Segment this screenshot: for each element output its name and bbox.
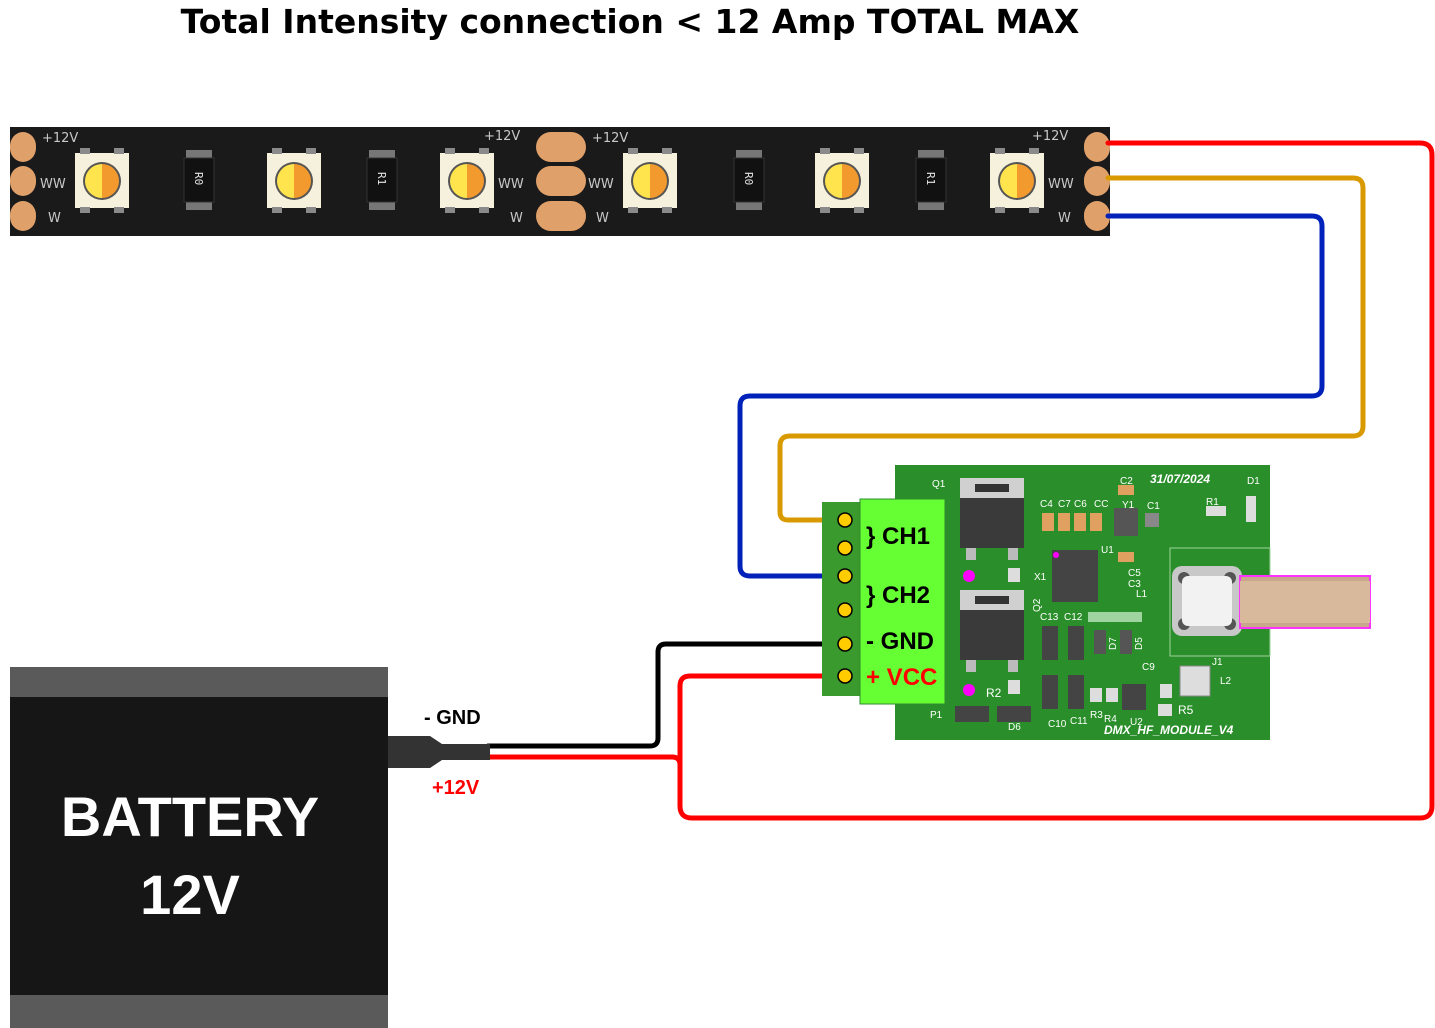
led-4 bbox=[623, 148, 677, 213]
pcb-label-r1: R1 bbox=[1206, 497, 1219, 508]
pcb-label-c3: C3 bbox=[1128, 579, 1141, 590]
pcb-label-q2: Q2 bbox=[1032, 598, 1043, 612]
wire-orange-ch1 bbox=[777, 175, 1366, 523]
led-1 bbox=[75, 148, 129, 213]
wire-red-to-vcc bbox=[677, 673, 848, 768]
pcb-label-l2: L2 bbox=[1220, 676, 1232, 687]
led-2 bbox=[267, 148, 321, 213]
wire-black-gnd bbox=[485, 641, 848, 749]
pcb-label-r4: R4 bbox=[1104, 714, 1117, 725]
terminal-pin bbox=[837, 540, 853, 556]
led-6 bbox=[990, 148, 1044, 213]
pad-label-12v: +12V bbox=[1032, 129, 1068, 144]
strip-pads-middle bbox=[536, 132, 586, 231]
resistor-r0: R0 bbox=[733, 150, 765, 210]
diagram-title: Total Intensity connection < 12 Amp TOTA… bbox=[180, 2, 1080, 41]
pcb-label-c6: C6 bbox=[1074, 499, 1087, 510]
pad-label-w: W bbox=[48, 211, 61, 226]
terminal-pin-ch2 bbox=[837, 568, 853, 584]
lower-components bbox=[955, 496, 1256, 722]
pcb-label-c12: C12 bbox=[1064, 612, 1083, 623]
resistor-r1: R1 bbox=[915, 150, 947, 210]
pcb-label-c1: C1 bbox=[1147, 501, 1160, 512]
dmx-pcb-module: 31/07/2024 DMX_HF_MODULE_V4 Q1 Q2 C2 Y1 … bbox=[895, 465, 1371, 740]
pcb-label-r2: R2 bbox=[986, 686, 1002, 700]
pcb-label-x1: X1 bbox=[1034, 572, 1047, 583]
resistor-r1: R1 bbox=[366, 150, 398, 210]
pcb-label-d7: D7 bbox=[1108, 637, 1119, 650]
pcb-date: 31/07/2024 bbox=[1150, 472, 1210, 486]
battery-label: BATTERY bbox=[61, 785, 319, 848]
pcb-label-d6: D6 bbox=[1008, 722, 1021, 733]
pcb-label-c4: C4 bbox=[1040, 499, 1053, 510]
pcb-label-c7: C7 bbox=[1058, 499, 1071, 510]
battery-gnd-label: - GND bbox=[424, 707, 481, 729]
pcb-label-d1: D1 bbox=[1247, 476, 1260, 487]
pad-label-w: W bbox=[596, 211, 609, 226]
pcb-label-q1: Q1 bbox=[932, 479, 946, 490]
pcb-label-c9: C9 bbox=[1142, 662, 1155, 673]
strip-pads-right bbox=[1084, 132, 1110, 231]
pad-label-ww: WW bbox=[40, 177, 66, 192]
battery-positive-label: +12V bbox=[432, 777, 480, 799]
terminal-pin-gnd bbox=[837, 636, 853, 652]
battery-voltage: 12V bbox=[140, 863, 240, 926]
pcb-label-c5: C5 bbox=[1128, 568, 1141, 579]
resistor-label: R0 bbox=[742, 172, 755, 185]
resistor-label: R0 bbox=[192, 172, 205, 185]
battery: BATTERY 12V - GND +12V bbox=[10, 667, 490, 1028]
pad-label-w: W bbox=[1058, 211, 1071, 226]
terminal-label-gnd: - GND bbox=[866, 628, 934, 655]
pcb-label-cc: CC bbox=[1094, 499, 1108, 510]
pad-label-12v: +12V bbox=[592, 131, 628, 146]
pcb-label-j1: J1 bbox=[1212, 657, 1223, 668]
resistor-r0: R0 bbox=[183, 150, 215, 210]
capacitor-row bbox=[1042, 485, 1159, 562]
mosfet-q1 bbox=[960, 478, 1024, 560]
pcb-label-d5: D5 bbox=[1134, 637, 1145, 650]
terminal-label-ch2: } CH2 bbox=[866, 582, 930, 609]
pcb-name: DMX_HF_MODULE_V4 bbox=[1104, 723, 1234, 737]
rf-connector-j1 bbox=[1169, 547, 1371, 657]
pcb-label-y1: Y1 bbox=[1122, 500, 1135, 511]
terminal-label-ch1: } CH1 bbox=[866, 523, 930, 550]
resistor-label: R1 bbox=[375, 172, 388, 185]
terminal-pin-vcc bbox=[837, 668, 853, 684]
battery-cable-plug bbox=[388, 736, 490, 768]
pcb-label-c13: C13 bbox=[1040, 612, 1059, 623]
wires bbox=[485, 140, 1435, 821]
led-5 bbox=[815, 148, 869, 213]
pcb-label-r3: R3 bbox=[1090, 710, 1103, 721]
pcb-label-u1: U1 bbox=[1101, 545, 1114, 556]
mosfet-q2 bbox=[960, 590, 1024, 672]
terminal-pin bbox=[837, 602, 853, 618]
pad-label-ww: WW bbox=[1048, 177, 1074, 192]
strip-pads-left bbox=[10, 132, 36, 231]
pad-label-ww: WW bbox=[498, 177, 524, 192]
led-strip: +12V WW W +12V WW W +12V WW W +12V WW W bbox=[10, 127, 1110, 236]
pcb-label-l1: L1 bbox=[1136, 589, 1148, 600]
terminal-pin-ch1 bbox=[837, 512, 853, 528]
pcb-label-c2: C2 bbox=[1120, 476, 1133, 487]
pad-label-12v: +12V bbox=[42, 131, 78, 146]
terminal-label-vcc: + VCC bbox=[866, 664, 937, 691]
led-3 bbox=[440, 148, 494, 213]
mcu-chip bbox=[1052, 550, 1098, 602]
pad-label-ww: WW bbox=[588, 177, 614, 192]
pad-label-12v: +12V bbox=[484, 129, 520, 144]
pad-label-w: W bbox=[510, 211, 523, 226]
wire-blue-ch2 bbox=[737, 213, 1325, 579]
pcb-label-c11: C11 bbox=[1070, 716, 1088, 727]
screw-terminal: } CH1 } CH2 - GND + VCC bbox=[822, 498, 946, 705]
pcb-label-r5: R5 bbox=[1178, 703, 1194, 717]
pcb-label-u2: U2 bbox=[1130, 717, 1143, 728]
pcb-label-c10: C10 bbox=[1048, 719, 1067, 730]
resistor-label: R1 bbox=[924, 172, 937, 185]
pcb-label-p1: P1 bbox=[930, 710, 943, 721]
